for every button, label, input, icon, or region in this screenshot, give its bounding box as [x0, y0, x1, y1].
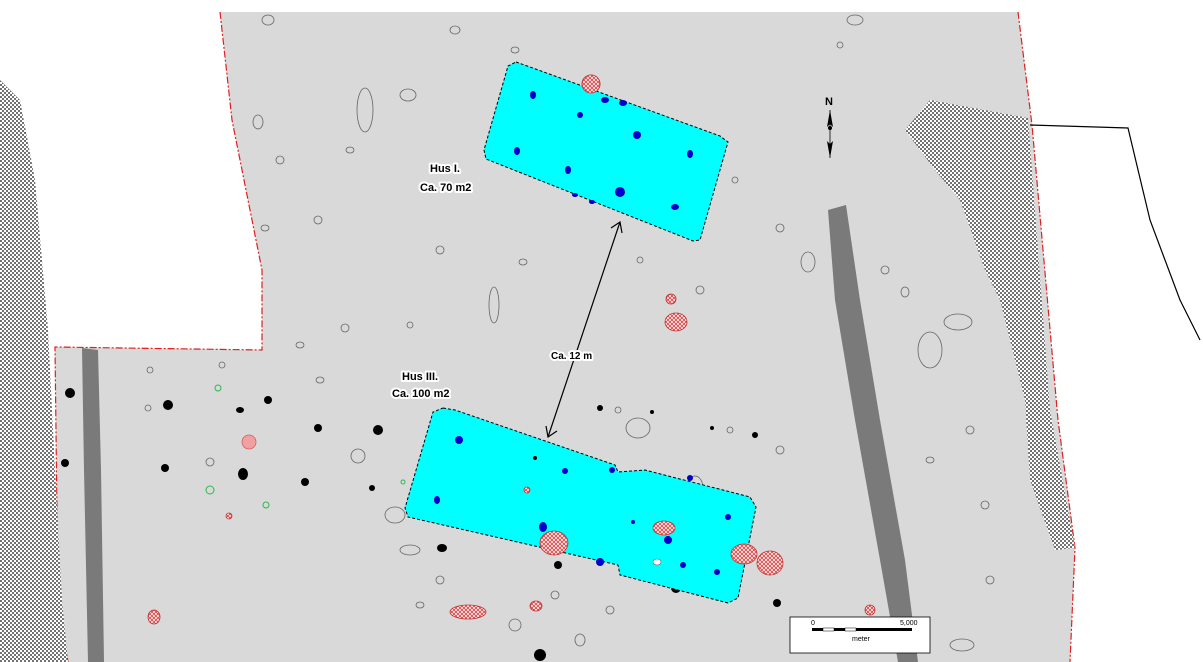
house-3-black-feature — [533, 456, 537, 460]
black-post-holes — [61, 388, 781, 661]
house-3-white-feature — [652, 558, 662, 566]
scale-bar-unit-label: meter — [852, 636, 871, 643]
excavation-boundary-line — [54, 11, 263, 662]
feature-outlines — [144, 14, 995, 652]
house-3-name-label: Hus III. — [402, 371, 438, 383]
pink-feature — [241, 434, 257, 450]
house-3-hatched-pits — [523, 486, 758, 565]
north-arrow-icon: N — [825, 96, 833, 158]
ditch-west — [82, 348, 104, 662]
scale-bar-end-label: 5,000 — [900, 620, 918, 627]
scale-bar-start-label: 0 — [811, 620, 815, 627]
house-1-name-label: Hus I. — [430, 163, 460, 175]
scale-bar: 0 5,000 meter — [789, 616, 931, 654]
house-1-area-label: Ca. 70 m2 — [420, 182, 471, 194]
house-3-area-label: Ca. 100 m2 — [392, 388, 449, 400]
excavation-area — [55, 12, 1075, 662]
distance-label: Ca. 12 m — [551, 351, 592, 362]
house-3-outline — [404, 407, 757, 604]
green-ring-features — [205, 384, 406, 509]
house-3-post-holes — [434, 436, 731, 575]
hatched-pits — [147, 74, 876, 625]
excavation-boundary-line-east — [1017, 11, 1076, 662]
field-fence-line — [1029, 124, 1201, 341]
gravel-area-west — [0, 80, 68, 662]
house-1-post-holes — [514, 91, 693, 210]
north-label: N — [825, 96, 833, 108]
gravel-area-east — [905, 100, 1075, 550]
distance-arrow — [545, 220, 623, 439]
hatched-pit-house-1 — [581, 74, 601, 94]
ditch-central — [828, 205, 918, 662]
